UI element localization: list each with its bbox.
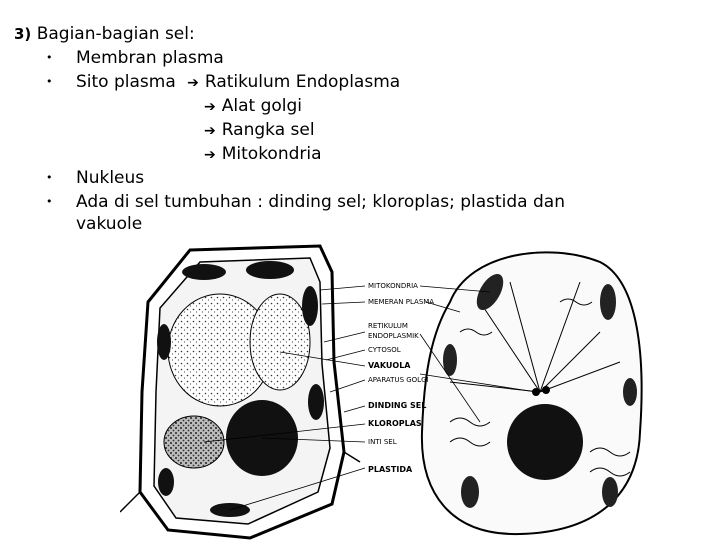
diagram-label-text: MITOKONDRIA MEMERAN PLASMA RETIKULUM END… <box>368 282 434 474</box>
arrow-right-icon: ➔ <box>204 99 216 115</box>
bullet-sel-tumbuhan: Ada di sel tumbuhan : dinding sel; kloro… <box>76 192 565 212</box>
label-membran-plasma: MEMERAN PLASMA <box>368 298 434 306</box>
bullet-sel-tumbuhan-continuation: vakuole <box>76 214 143 234</box>
arrow-right-icon: ➔ <box>187 75 199 91</box>
cell-wall-outer <box>138 244 346 540</box>
centriole <box>542 386 550 394</box>
sub-item-retikulum: Ratikulum Endoplasma <box>204 72 401 92</box>
sito-plasma-label: Sito plasma <box>76 72 176 92</box>
heading-text: Bagian-bagian sel: <box>36 24 195 44</box>
cytoskeleton <box>449 281 621 393</box>
bullet-marker: • <box>46 75 53 88</box>
bullet-marker: • <box>46 51 53 64</box>
vacuole <box>249 293 311 391</box>
endoplasmic-reticulum <box>449 298 631 477</box>
sub-item-mitokondria: Mitokondria <box>221 144 322 164</box>
label-endoplasmik: ENDOPLASMIK <box>368 332 419 340</box>
bullet-marker: • <box>46 195 53 208</box>
chloroplast <box>246 261 294 279</box>
label-retikulum: RETIKULUM <box>368 322 408 330</box>
chloroplast <box>302 286 318 326</box>
label-kloroplas: KLOROPLAS <box>368 419 422 428</box>
bullet-nukleus: Nukleus <box>76 168 145 188</box>
sub-item-alat-golgi-line: ➔ Alat golgi <box>204 96 302 117</box>
sub-item-rangka-sel-line: ➔ Rangka sel <box>204 120 315 141</box>
mitochondrion <box>602 477 618 507</box>
label-dinding-sel: DINDING SEL <box>368 401 426 410</box>
label-vakuola: VAKUOLA <box>368 361 411 370</box>
cell-diagram: MITOKONDRIA MEMERAN PLASMA RETIKULUM END… <box>120 244 643 540</box>
bullet-membran-plasma: Membran plasma <box>76 48 224 68</box>
wall-line <box>343 451 361 463</box>
label-plastida: PLASTIDA <box>368 465 413 474</box>
chloroplast <box>182 264 226 280</box>
label-inti-sel: INTI SEL <box>368 438 397 446</box>
mitochondrion <box>443 344 457 376</box>
chloroplast <box>158 468 174 496</box>
chloroplast <box>163 415 225 469</box>
mitochondrion <box>461 476 479 508</box>
heading: 3) Bagian-bagian sel: <box>14 24 195 44</box>
animal-nucleus <box>507 404 583 480</box>
label-aparatus-golgi: APARATUS GOLGI <box>368 376 429 384</box>
heading-number: 3) <box>14 25 32 43</box>
wall-line <box>120 491 141 513</box>
chloroplast <box>308 384 324 420</box>
sub-item-mitokondria-line: ➔ Mitokondria <box>204 144 322 165</box>
label-cytosol: CYTOSOL <box>368 346 401 354</box>
animal-cell <box>420 251 643 536</box>
sub-item-alat-golgi: Alat golgi <box>221 96 303 116</box>
bullet-sito-plasma: Sito plasma ➔ Ratikulum Endoplasma <box>76 72 400 93</box>
chloroplast <box>157 324 171 360</box>
label-mitokondria: MITOKONDRIA <box>368 282 418 290</box>
bullet-marker: • <box>46 171 53 184</box>
mitochondrion <box>623 378 637 406</box>
mitochondrion <box>600 284 616 320</box>
diagram-labels <box>203 285 537 511</box>
sub-item-rangka-sel: Rangka sel <box>221 120 315 140</box>
arrow-right-icon: ➔ <box>204 123 216 139</box>
arrow-right-icon: ➔ <box>204 147 216 163</box>
